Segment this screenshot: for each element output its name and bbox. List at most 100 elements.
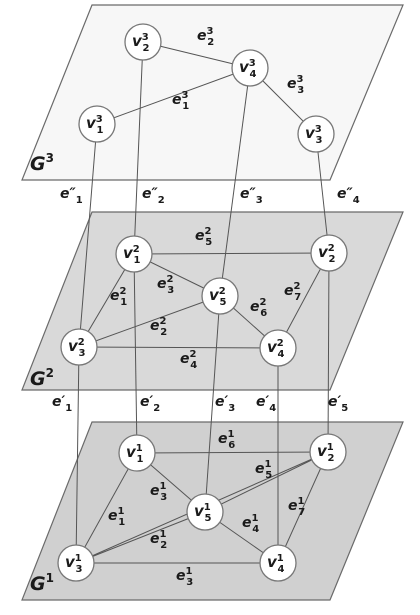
interlayer-label-ep4-sub: 4 bbox=[269, 403, 276, 414]
node-circle bbox=[57, 544, 95, 582]
edge-label-e3_1b-sup: 1 bbox=[186, 566, 193, 577]
interlayer-label-epp4-base: e″ bbox=[337, 186, 353, 202]
node-circle bbox=[297, 115, 335, 153]
node-label-v4_1-sup: 1 bbox=[277, 553, 284, 564]
interlayer-label-epp1-sub: 1 bbox=[76, 195, 83, 206]
plane-label-base: G bbox=[30, 153, 46, 175]
node-circle bbox=[309, 433, 347, 471]
plane-label-sup: 3 bbox=[46, 151, 54, 165]
node-label-v4_2-sup: 2 bbox=[277, 338, 284, 349]
edge-label-e2_2-sub: 2 bbox=[160, 327, 167, 338]
node-label-v3_2-sup: 2 bbox=[78, 337, 85, 348]
node-label-v2_2-base: v bbox=[318, 243, 329, 261]
edge-label-e3_1b-base: e bbox=[176, 568, 186, 584]
node-label-v2_3-sup: 3 bbox=[142, 32, 149, 43]
interlayer-label-epp2-base: e″ bbox=[142, 186, 158, 202]
edge-label-e3_1a-sub: 3 bbox=[160, 492, 167, 503]
node-label-v1_1-sup: 1 bbox=[136, 443, 143, 454]
edge-label-e7_1-sup: 1 bbox=[298, 496, 305, 507]
node-circle bbox=[201, 277, 239, 315]
interlayer-edge-epp3 bbox=[219, 67, 251, 297]
interlayer-label-epp1: e″1 bbox=[60, 186, 83, 206]
node-circle bbox=[186, 493, 224, 531]
interlayer-label-ep2-sub: 2 bbox=[153, 403, 160, 414]
interlayer-edge-epp1 bbox=[78, 123, 98, 348]
node-label-v3_3-base: v bbox=[305, 124, 316, 142]
node-label-v4_3-sub: 4 bbox=[250, 69, 257, 80]
edge-e1_1 bbox=[75, 452, 138, 564]
interlayer-edge-epp4 bbox=[315, 133, 330, 254]
edge-label-e3_3-sup: 3 bbox=[297, 74, 304, 85]
edge-label-e1_3-sub: 1 bbox=[182, 101, 189, 112]
interlayer-label-ep4-base: e′ bbox=[256, 394, 269, 410]
interlayer-label-ep3: e′3 bbox=[215, 394, 235, 414]
node-label-v1_3-sup: 3 bbox=[96, 114, 103, 125]
interlayer-edge-ep2 bbox=[133, 253, 138, 454]
edge-label-e5_2-sub: 5 bbox=[205, 237, 212, 248]
node-circle bbox=[78, 105, 116, 143]
node-label-v5_1-sub: 5 bbox=[205, 513, 212, 524]
interlayer-label-epp4-sub: 4 bbox=[353, 195, 360, 206]
node-label-v2_1-sup: 1 bbox=[327, 442, 334, 453]
node-label-v1_2-base: v bbox=[123, 244, 134, 262]
node-circle bbox=[310, 234, 348, 272]
edge-label-e4_1-sub: 4 bbox=[252, 524, 259, 535]
edge-label-e3_1b-sub: 3 bbox=[186, 577, 193, 588]
interlayer-label-ep2: e′2 bbox=[140, 394, 160, 414]
edge-label-e1_2-sup: 2 bbox=[120, 286, 127, 297]
node-label-v1_1-base: v bbox=[126, 443, 137, 461]
node-circle bbox=[231, 49, 269, 87]
edge-label-e1_3-base: e bbox=[172, 92, 182, 108]
edge-label-e4_2-sub: 4 bbox=[190, 360, 197, 371]
edge-label-e2_3-sub: 2 bbox=[207, 37, 214, 48]
edge-label-e1_3-sup: 3 bbox=[182, 90, 189, 101]
edge-label-e6_1-sub: 6 bbox=[228, 440, 235, 451]
node-label-v3_1-base: v bbox=[65, 553, 76, 571]
edge-label-e6_2-sup: 2 bbox=[260, 297, 267, 308]
edge-label-e6_2-sub: 6 bbox=[260, 308, 267, 319]
edge-label-e3_2-base: e bbox=[157, 276, 167, 292]
edge-label-e1_1-sub: 1 bbox=[118, 517, 125, 528]
edge-label-e7_1-base: e bbox=[288, 498, 298, 514]
node-label-v3_1-sub: 3 bbox=[76, 564, 83, 575]
edge-label-e2_2-base: e bbox=[150, 318, 160, 334]
edge-label-e3_3-sub: 3 bbox=[297, 85, 304, 96]
node-label-v2_1-sub: 2 bbox=[328, 453, 335, 464]
node-label-v1_3-sub: 1 bbox=[97, 125, 104, 136]
interlayer-label-ep2-base: e′ bbox=[140, 394, 153, 410]
plane-label-base: G bbox=[30, 368, 46, 390]
edge-label-e7_2-sup: 2 bbox=[294, 281, 301, 292]
interlayer-edges bbox=[75, 41, 330, 564]
node-label-v3_1-sup: 1 bbox=[75, 553, 82, 564]
edge-label-e6_1-base: e bbox=[218, 431, 228, 447]
edge-label-e2_3-base: e bbox=[197, 28, 207, 44]
edge-label-e5_2-base: e bbox=[195, 228, 205, 244]
interlayer-label-ep5-base: e′ bbox=[328, 394, 341, 410]
plane-label-sup: 2 bbox=[46, 366, 54, 380]
interlayer-edge-ep5 bbox=[327, 252, 330, 453]
